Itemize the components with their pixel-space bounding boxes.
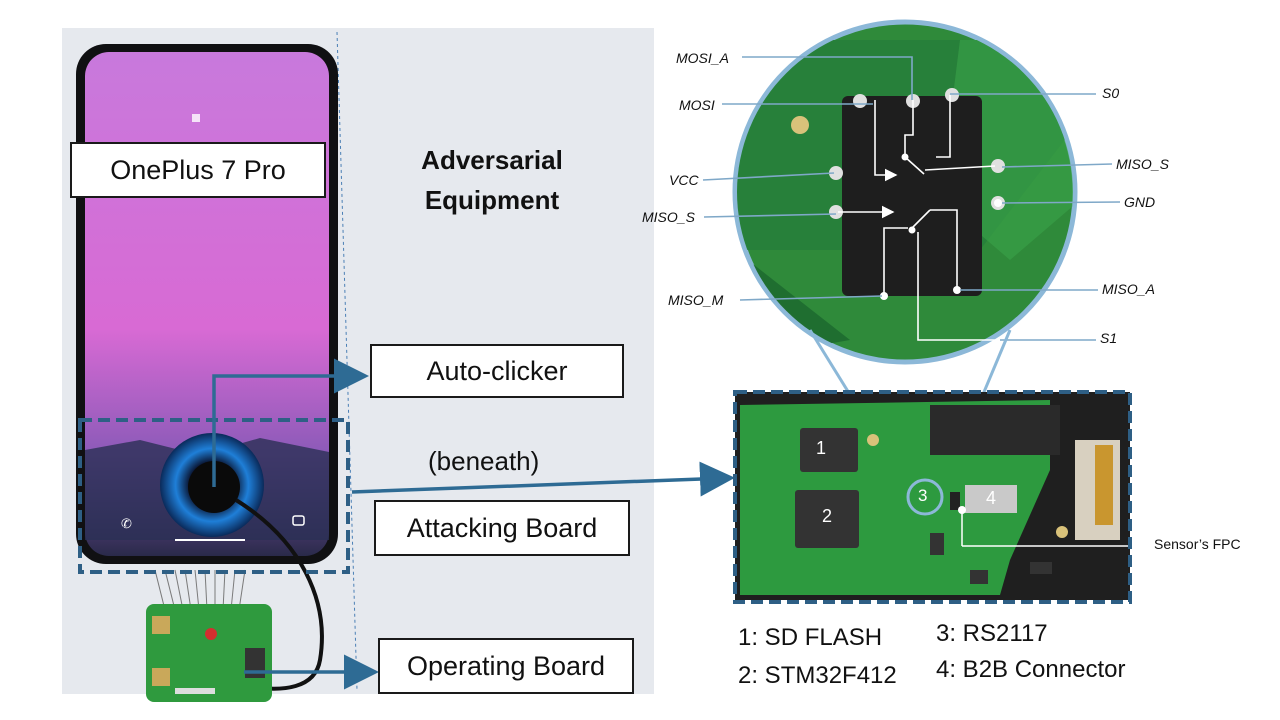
- camera-icon: [292, 515, 305, 526]
- beneath-label: (beneath): [428, 446, 540, 476]
- board-marker-3: 3: [918, 486, 928, 505]
- phone-model-label: OnePlus 7 Pro: [70, 142, 326, 198]
- rs2117-highlight: [906, 478, 944, 516]
- chip-stm32: [795, 490, 859, 548]
- board-marker-4: 4: [986, 488, 997, 508]
- pin-label-miso-m: MISO_M: [668, 292, 724, 308]
- pin-leaders: [702, 56, 1121, 341]
- chip-zoom: [732, 19, 1078, 365]
- chip-sd-flash: [800, 428, 858, 472]
- legend-item-3: 3: RS2117: [936, 620, 1048, 647]
- phone-call-icon: ✆: [121, 517, 132, 532]
- pin-label-s1: S1: [1100, 330, 1118, 346]
- lock-icon: [192, 114, 200, 122]
- connector-arrows: [212, 358, 735, 690]
- pin-label-miso-s-right: MISO_S: [1116, 156, 1169, 172]
- pin-label-mosi: MOSI: [679, 97, 715, 113]
- legend-item-2: 2: STM32F412: [738, 662, 897, 689]
- operating-board-label: Operating Board: [378, 638, 634, 694]
- section-title: Adversarial Equipment: [402, 140, 582, 220]
- pin-label-vcc: VCC: [669, 172, 699, 188]
- attacking-board-label: Attacking Board: [374, 500, 630, 556]
- sensor-fpc-label: Sensor’s FPC: [1154, 536, 1241, 552]
- operating-board: [146, 604, 272, 702]
- b2b-connector: [965, 485, 1017, 513]
- attacking-board-photo-frame: [733, 390, 1132, 604]
- pin-label-miso-a: MISO_A: [1102, 281, 1155, 297]
- rs2117-chip: [842, 96, 982, 296]
- legend-item-4: 4: B2B Connector: [936, 656, 1126, 683]
- pin-label-s0: S0: [1102, 85, 1120, 101]
- attacking-board-photo: [735, 392, 1152, 600]
- section-title-line-1: Adversarial: [421, 145, 563, 175]
- legend-item-1: 1: SD FLASH: [738, 624, 883, 651]
- pin-label-gnd: GND: [1124, 194, 1156, 210]
- pin-label-miso-s-left: MISO_S: [642, 209, 695, 225]
- panel-divider: [336, 31, 358, 691]
- board-marker-1: 1: [816, 438, 827, 458]
- section-title-line-2: Equipment: [424, 185, 560, 215]
- pin-label-mosi-a: MOSI_A: [676, 50, 729, 66]
- board-marker-2: 2: [822, 506, 833, 526]
- auto-clicker-label: Auto-clicker: [370, 344, 624, 398]
- ribbon-wires: [154, 569, 246, 611]
